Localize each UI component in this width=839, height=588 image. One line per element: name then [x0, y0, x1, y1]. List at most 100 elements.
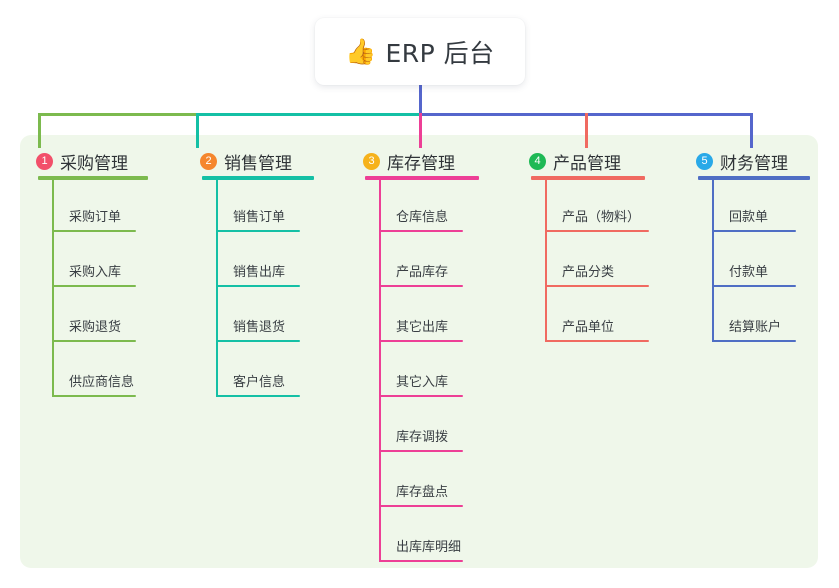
leaf-item[interactable]: 产品（物料） [545, 206, 649, 232]
leaf-item-label: 回款单 [729, 210, 769, 225]
leaf-item-rule [52, 395, 136, 397]
leaf-item[interactable]: 采购订单 [52, 206, 136, 232]
leaf-item-rule [216, 340, 300, 342]
leaf-item-label: 客户信息 [233, 375, 286, 390]
leaf-item-rule [712, 230, 796, 232]
leaf-item[interactable]: 库存调拨 [379, 426, 463, 452]
root-node[interactable]: 👍 ERP 后台 [315, 18, 525, 85]
branch-header-5[interactable]: 5 财务管理 [696, 150, 788, 174]
leaf-item[interactable]: 结算账户 [712, 316, 796, 342]
leaf-item-label: 结算账户 [729, 320, 782, 335]
branch-header-rule [38, 176, 148, 180]
leaf-item[interactable]: 其它出库 [379, 316, 463, 342]
branches-panel [20, 135, 818, 568]
branch-number-badge: 1 [36, 152, 53, 170]
branch-trunk-line [379, 180, 381, 562]
leaf-item-rule [379, 450, 463, 452]
leaf-item-label: 付款单 [729, 265, 769, 280]
leaf-item[interactable]: 供应商信息 [52, 371, 136, 397]
leaf-item[interactable]: 销售出库 [216, 261, 300, 287]
leaf-item-rule [379, 560, 463, 562]
leaf-item[interactable]: 采购入库 [52, 261, 136, 287]
leaf-item-label: 其它入库 [396, 375, 449, 390]
bus-segment-green [38, 113, 201, 116]
leaf-item[interactable]: 回款单 [712, 206, 796, 232]
leaf-item[interactable]: 产品库存 [379, 261, 463, 287]
leaf-item[interactable]: 产品单位 [545, 316, 649, 342]
leaf-item-label: 产品单位 [562, 320, 615, 335]
leaf-item-label: 库存调拨 [396, 430, 449, 445]
leaf-item-label: 销售出库 [233, 265, 286, 280]
leaf-item-rule [712, 340, 796, 342]
branch-title: 库存管理 [387, 153, 455, 174]
bus-segment-teal [196, 113, 424, 116]
leaf-item-rule [712, 285, 796, 287]
drop-line-sales [196, 113, 199, 148]
leaf-item-rule [52, 285, 136, 287]
leaf-item-label: 出库库明细 [396, 540, 462, 555]
branch-header-rule [365, 176, 479, 180]
root-stem-line [419, 85, 422, 113]
leaf-item-label: 产品（物料） [562, 210, 641, 225]
thumbs-up-icon: 👍 [345, 37, 377, 66]
leaf-item-rule [545, 230, 649, 232]
drop-line-finance [750, 113, 753, 148]
root-title: ERP 后台 [385, 38, 495, 68]
leaf-item[interactable]: 仓库信息 [379, 206, 463, 232]
leaf-item[interactable]: 其它入库 [379, 371, 463, 397]
leaf-item-label: 采购退货 [69, 320, 122, 335]
branch-trunk-line [216, 180, 218, 397]
branch-trunk-line [712, 180, 714, 342]
leaf-item-label: 销售退货 [233, 320, 286, 335]
leaf-item-label: 仓库信息 [396, 210, 449, 225]
branch-header-3[interactable]: 3 库存管理 [363, 150, 455, 174]
branch-trunk-line [52, 180, 54, 397]
branch-title: 销售管理 [224, 153, 292, 174]
branch-number-badge: 3 [363, 152, 380, 170]
branch-header-rule [698, 176, 810, 180]
leaf-item[interactable]: 销售订单 [216, 206, 300, 232]
leaf-item-label: 产品库存 [396, 265, 449, 280]
branch-trunk-line [545, 180, 547, 342]
leaf-item[interactable]: 产品分类 [545, 261, 649, 287]
drop-line-inventory [419, 113, 422, 148]
branch-title: 财务管理 [720, 153, 788, 174]
leaf-item-label: 采购入库 [69, 265, 122, 280]
leaf-item-rule [379, 505, 463, 507]
leaf-item[interactable]: 出库库明细 [379, 536, 463, 562]
leaf-item-rule [545, 340, 649, 342]
leaf-item-rule [379, 395, 463, 397]
drop-line-purchasing [38, 113, 41, 148]
leaf-item-label: 库存盘点 [396, 485, 449, 500]
leaf-item-label: 销售订单 [233, 210, 286, 225]
branch-header-rule [202, 176, 314, 180]
branch-header-rule [531, 176, 645, 180]
leaf-item-rule [379, 230, 463, 232]
leaf-item[interactable]: 采购退货 [52, 316, 136, 342]
leaf-item[interactable]: 付款单 [712, 261, 796, 287]
leaf-item-label: 供应商信息 [69, 375, 135, 390]
branch-number-badge: 4 [529, 152, 546, 170]
leaf-item[interactable]: 库存盘点 [379, 481, 463, 507]
leaf-item[interactable]: 客户信息 [216, 371, 300, 397]
leaf-item-rule [216, 285, 300, 287]
leaf-item-label: 产品分类 [562, 265, 615, 280]
branch-header-4[interactable]: 4 产品管理 [529, 150, 621, 174]
branch-header-1[interactable]: 1 采购管理 [36, 150, 128, 174]
leaf-item-rule [52, 230, 136, 232]
leaf-item-rule [379, 340, 463, 342]
branch-title: 采购管理 [60, 153, 128, 174]
leaf-item-label: 其它出库 [396, 320, 449, 335]
leaf-item-rule [545, 285, 649, 287]
leaf-item-rule [216, 395, 300, 397]
leaf-item-rule [52, 340, 136, 342]
leaf-item[interactable]: 销售退货 [216, 316, 300, 342]
branch-title: 产品管理 [553, 153, 621, 174]
leaf-item-label: 采购订单 [69, 210, 122, 225]
leaf-item-rule [216, 230, 300, 232]
branch-number-badge: 5 [696, 152, 713, 170]
drop-line-product [585, 113, 588, 148]
leaf-item-rule [379, 285, 463, 287]
